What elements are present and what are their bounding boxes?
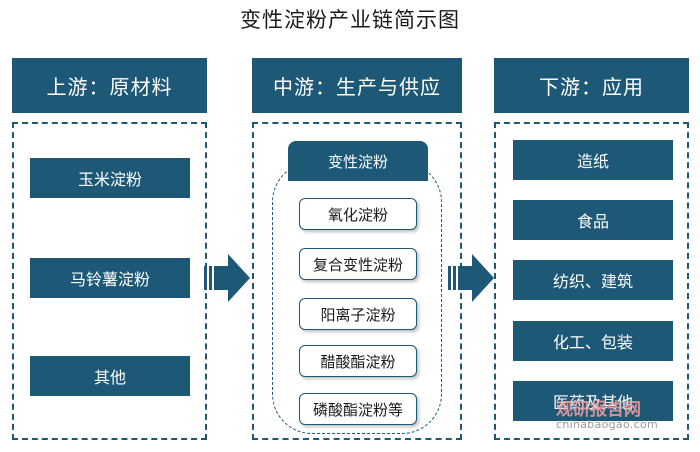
downstream-item: 化工、包装 — [513, 321, 673, 361]
flow-arrow-icon — [448, 254, 494, 302]
product-type: 复合变性淀粉 — [299, 248, 417, 280]
upstream-item: 马铃薯淀粉 — [30, 258, 190, 298]
downstream-header: 下游：应用 — [494, 58, 689, 113]
upstream-item: 玉米淀粉 — [30, 158, 190, 198]
product-type: 氧化淀粉 — [299, 198, 417, 230]
downstream-item: 医药及其他 — [513, 381, 673, 421]
downstream-item: 纺织、建筑 — [513, 260, 673, 300]
flow-arrow-icon — [204, 254, 250, 302]
watermark-name: 观研报告网 — [556, 400, 641, 420]
upstream-item: 其他 — [30, 356, 190, 396]
product-type: 磷酸酯淀粉等 — [299, 393, 417, 425]
midstream-box-title: 变性淀粉 — [288, 141, 428, 181]
diagram-title: 变性淀粉产业链简示图 — [240, 8, 460, 32]
product-type: 醋酸酯淀粉 — [299, 345, 417, 377]
product-type: 阳离子淀粉 — [299, 298, 417, 330]
watermark-url: chinabaogao.com — [556, 418, 658, 431]
downstream-item: 食品 — [513, 200, 673, 240]
watermark-logo: 观研报告网 chinabaogao.com — [556, 395, 658, 431]
downstream-item: 造纸 — [513, 140, 673, 180]
upstream-header: 上游：原材料 — [12, 58, 207, 113]
midstream-header: 中游：生产与供应 — [252, 58, 462, 113]
downstream-panel — [494, 122, 689, 440]
